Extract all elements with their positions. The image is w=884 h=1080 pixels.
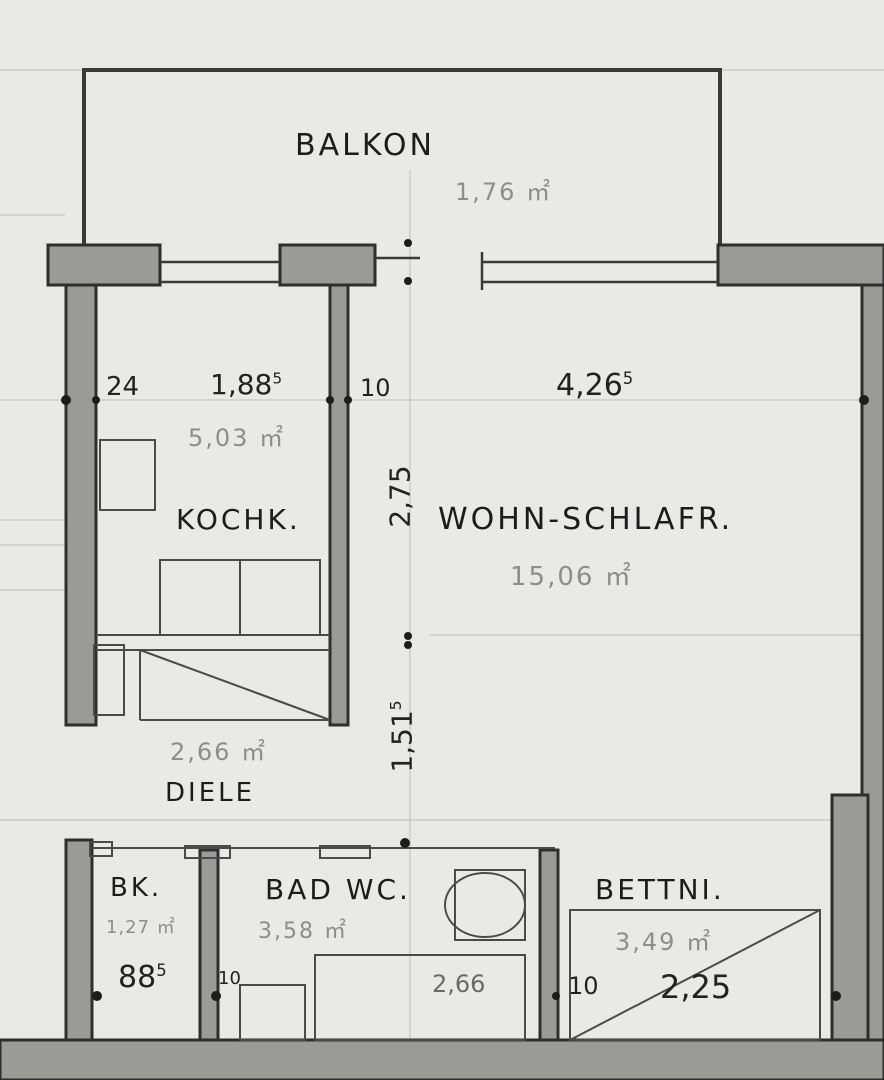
dim-height-151: 1,515 xyxy=(386,687,419,787)
room-area-balkon: 1,76 ㎡ xyxy=(455,178,553,206)
dim-bk-width-main: 88 xyxy=(118,960,157,995)
walls xyxy=(0,243,884,1080)
balcony-outline xyxy=(82,68,722,250)
dim-wohn-width-sup: 5 xyxy=(622,369,634,388)
dim-height-151-sup: 5 xyxy=(387,700,406,711)
room-label-balkon: BALKON xyxy=(295,128,435,163)
wall-bad-bettni xyxy=(538,848,560,1047)
dim-bk-width: 885 xyxy=(118,960,167,995)
dim-kochk-width-main: 1,88 xyxy=(210,368,273,401)
room-label-bk: BK. xyxy=(110,873,163,903)
dim-kochk-width-sup: 5 xyxy=(272,369,283,388)
wall-left-vertical xyxy=(64,283,98,727)
dim-wohn-width-main: 4,26 xyxy=(556,368,623,403)
wall-block-right-top xyxy=(716,243,884,287)
wall-bottom-left xyxy=(64,838,94,1052)
wall-block-left-top xyxy=(46,243,162,287)
wall-right-lower xyxy=(830,793,870,1047)
room-label-bettni: BETTNI. xyxy=(595,873,725,906)
dim-bad-width: 2,66 xyxy=(432,970,486,998)
dim-bk-width-sup: 5 xyxy=(156,961,167,980)
dim-kochk-width: 1,885 xyxy=(210,368,282,401)
room-label-bad: BAD WC. xyxy=(265,873,411,906)
room-area-diele: 2,66 ㎡ xyxy=(170,738,268,766)
dim-height-275: 2,75 xyxy=(383,465,417,528)
wall-block-mid-top xyxy=(278,243,377,287)
dim-wall-10-top: 10 xyxy=(360,374,391,402)
dim-wohn-width: 4,265 xyxy=(556,368,633,403)
dimension-dots xyxy=(61,239,869,1001)
room-area-wohn: 15,06 ㎡ xyxy=(510,562,633,592)
room-area-bettni: 3,49 ㎡ xyxy=(615,928,713,956)
dim-wall-10-bettni: 10 xyxy=(568,972,599,1000)
windows xyxy=(160,252,718,290)
dim-height-151-main: 1,51 xyxy=(385,710,419,773)
room-label-kochk: KOCHK. xyxy=(176,503,301,536)
dim-wall-10-bk: 10 xyxy=(218,968,241,989)
bath-fixtures xyxy=(89,841,821,1041)
wall-kitchen-right xyxy=(328,283,350,727)
wall-bk-bad xyxy=(198,848,220,1047)
room-area-kochk: 5,03 ㎡ xyxy=(188,424,286,452)
kitchen-fixtures xyxy=(93,439,331,721)
dim-wall-24: 24 xyxy=(106,372,140,402)
dim-bettni-width: 2,25 xyxy=(660,968,732,1006)
room-label-diele: DIELE xyxy=(165,778,256,808)
wall-bottom xyxy=(0,1038,884,1080)
room-area-bad: 3,58 ㎡ xyxy=(258,919,348,944)
room-area-bk: 1,27 ㎡ xyxy=(106,917,176,938)
room-label-wohn: WOHN-SCHLAFR. xyxy=(438,502,734,537)
